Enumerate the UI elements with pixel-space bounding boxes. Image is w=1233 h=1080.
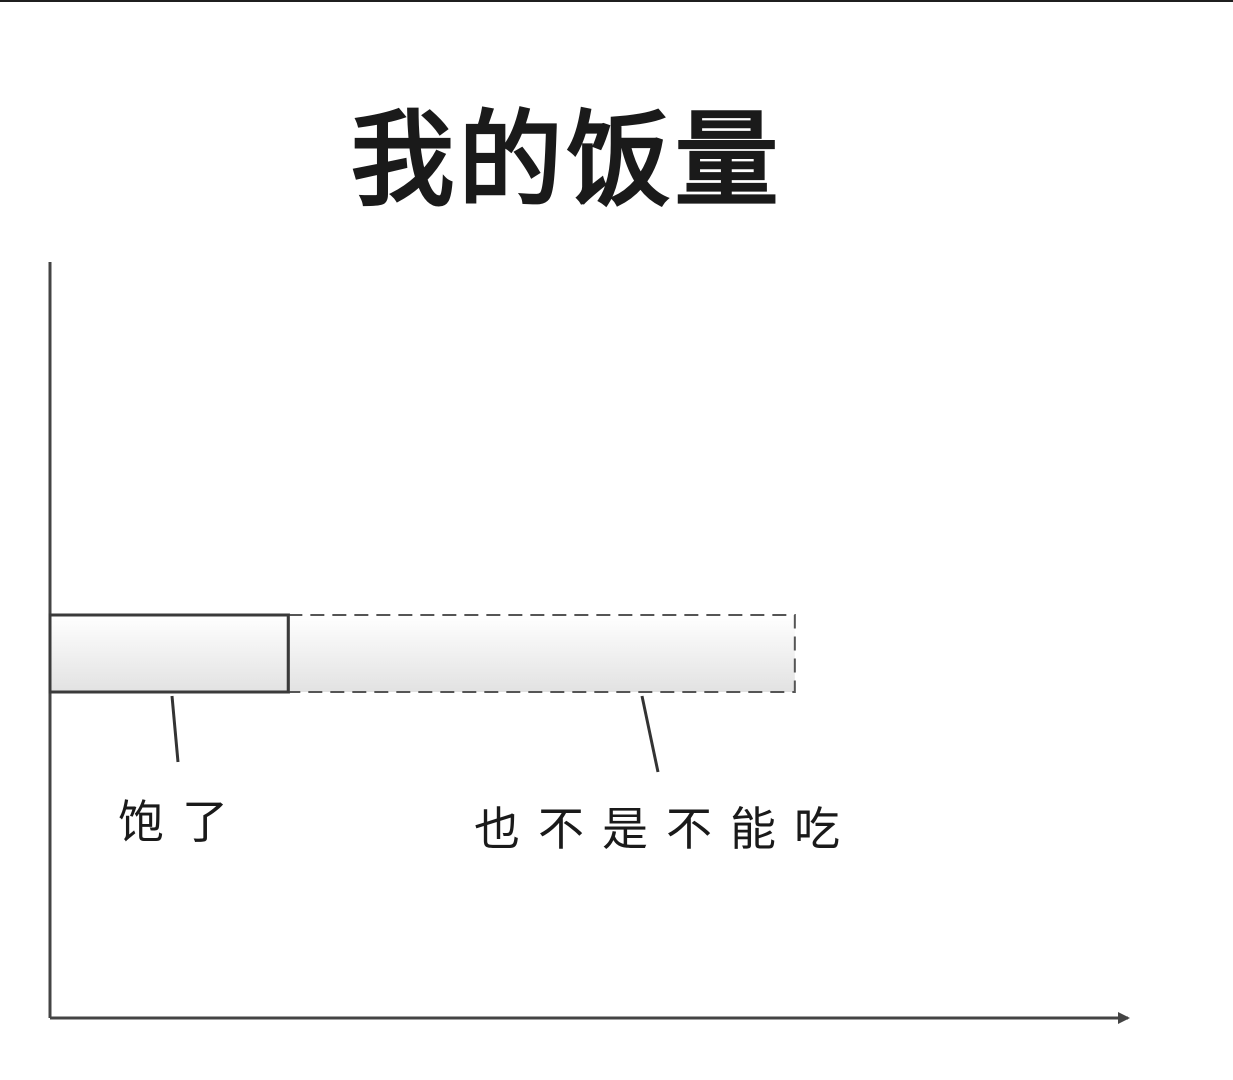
bar-segment-could-eat xyxy=(287,614,796,693)
chart-title: 我的饭量 xyxy=(350,99,783,221)
annotation-full-label: 饱了 xyxy=(118,795,246,849)
bar-segment-full xyxy=(48,613,290,694)
top-rule xyxy=(0,0,1233,2)
bar-segment-full-outline xyxy=(48,613,290,694)
annotation-could-eat-leader xyxy=(640,695,660,773)
annotation-could-eat-label: 也不是不能吃 xyxy=(474,802,858,856)
annotation-full-leader xyxy=(170,695,180,763)
